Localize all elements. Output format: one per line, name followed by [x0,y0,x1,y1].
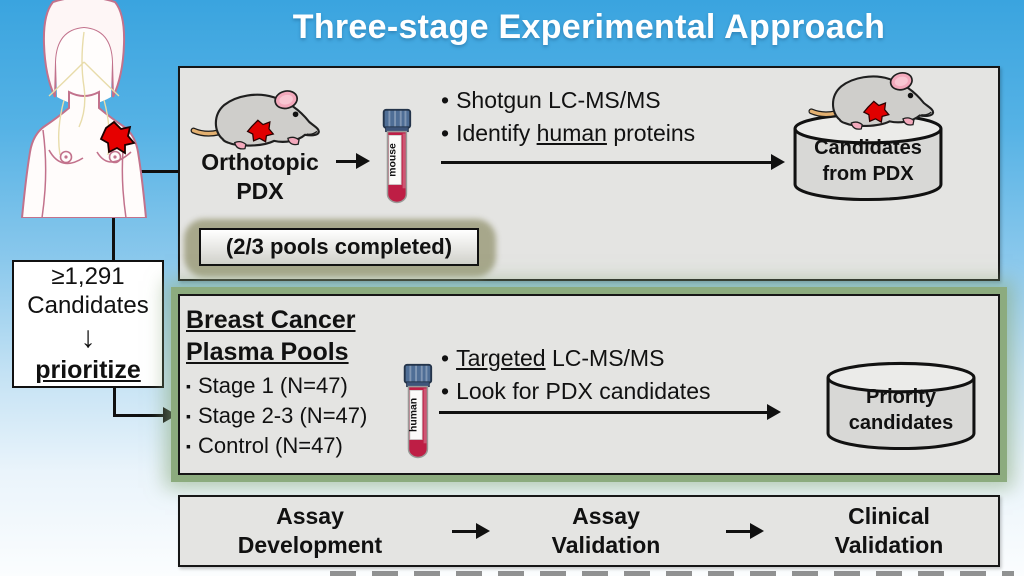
connector-candidates-elbow-v [113,388,116,417]
mouse-icon [190,90,320,150]
square-bullet: ▪ [186,438,191,454]
arrowhead-stage1-output [771,154,785,170]
tumor-icon [99,120,136,155]
step-line2: Development [237,532,383,559]
square-bullet: ▪ [186,378,191,394]
tumor-icon [246,119,275,143]
bullet-underline: human [536,120,607,146]
connector-body-to-stage1 [112,170,178,173]
tube-label-mouse: mouse [388,143,399,177]
pool-item: ▪ Stage 2-3 (N=47) [186,401,367,431]
database-cylinder-icon [826,361,976,451]
blood-tube-mouse-icon: mouse [382,108,412,204]
arrow-step2-step3 [726,530,752,533]
heading-line1: Breast Cancer [186,306,356,334]
arrow-stage2-to-output [439,411,769,414]
bullet-dot: • [441,87,450,113]
step-line1: Assay [276,503,344,529]
bullet-text: Look for PDX candidates [456,378,711,404]
item-text: Stage 2-3 (N=47) [197,403,368,428]
step-assay-validation: Assay Validation [496,502,716,561]
cutoff-text-strip [330,571,1014,576]
square-bullet: ▪ [186,408,191,424]
arrow-step1-step2 [452,530,478,533]
step-line1: Clinical [848,503,930,529]
connector-candidates-elbow-h [113,414,165,417]
orthotopic-line: Orthotopic [201,149,319,175]
output-line1: Priority [865,386,937,408]
lymph-lines [48,31,120,156]
arm-line-left [41,129,47,218]
arrowhead-into-stage2 [163,407,177,423]
item-text: Stage 1 (N=47) [197,373,348,398]
output-line2: candidates [848,412,954,434]
blood-tube-human-icon: human [403,363,433,459]
step-assay-development: Assay Development [190,502,430,561]
pool-item: ▪ Stage 1 (N=47) [186,371,367,401]
bullet-dot: • [441,378,450,404]
step-clinical-validation: Clinical Validation [780,502,998,561]
arrow-stage1-to-output [441,161,773,164]
bullet-text: Identify [456,120,537,146]
tube-label-human: human [409,398,420,432]
candidates-label: Candidates [27,291,149,319]
bullet-targeted: •Targeted LC-MS/MS [441,342,711,375]
face-shape [56,28,112,105]
step-line2: Validation [834,532,944,559]
bullet-shotgun: •Shotgun LC-MS/MS [441,84,695,117]
stage3-panel [178,495,1000,567]
arrowhead-stage2-output [767,404,781,420]
arrowhead-pdx-to-tube [356,153,370,169]
slide-title: Three-stage Experimental Approach [292,8,886,46]
woman-body-illustration [20,0,148,218]
bullet-dot: • [441,345,450,371]
arrow-down-icon: ↓ [80,321,96,355]
pools-completed-box: (2/3 pools completed) [199,228,479,266]
candidates-count: ≥1,291 [51,262,125,290]
step-line1: Assay [572,503,640,529]
plasma-pools-heading: Breast Cancer Plasma Pools [186,304,356,368]
mouse-icon [808,72,935,130]
bullet-text: LC-MS/MS [545,345,665,371]
prioritize-label: prioritize [35,356,141,385]
pdx-line: PDX [236,178,284,205]
bullet-dot: • [441,120,450,146]
arrowhead-step1-step2 [476,523,490,539]
candidates-count-box: ≥1,291 Candidates ↓ prioritize [12,260,164,388]
nipple-left [64,155,68,159]
bullet-text: Shotgun LC-MS/MS [456,87,661,113]
arrow-pdx-to-tube [336,160,358,163]
arrowhead-step2-step3 [750,523,764,539]
priority-candidates-label: Priority candidates [830,384,972,436]
areola-left [59,150,73,164]
item-text: Control (N=47) [197,433,343,458]
stage2-bullets: •Targeted LC-MS/MS •Look for PDX candida… [441,342,711,408]
heading-line2: Plasma Pools [186,338,349,366]
pool-items: ▪ Stage 1 (N=47) ▪ Stage 2-3 (N=47) ▪ Contr… [186,371,367,461]
bullet-underline: Targeted [456,345,546,371]
tumor-icon [862,100,890,124]
nipple-right [113,155,117,159]
bullet-look-for-pdx: •Look for PDX candidates [441,375,711,408]
bullet-identify-human: •Identify human proteins [441,117,695,150]
areola-right [108,150,122,164]
orthotopic-pdx-label: Orthotopic PDX [186,148,334,207]
bullet-text: proteins [606,120,696,146]
candidates-from-pdx-label: Candidates from PDX [797,135,939,187]
stage1-bullets: •Shotgun LC-MS/MS •Identify human protei… [441,84,695,150]
output-line2: from PDX [822,163,914,185]
step-line2: Validation [551,532,661,559]
pool-item: ▪ Control (N=47) [186,431,367,461]
output-line1: Candidates [814,137,922,159]
